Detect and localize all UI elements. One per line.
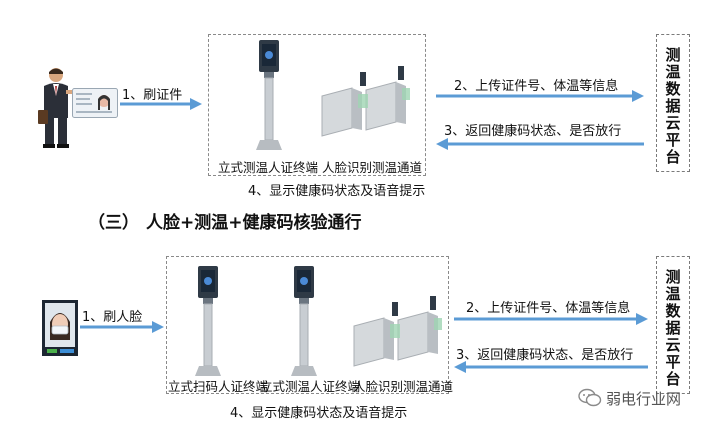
cloud-char: 云 [665,336,681,354]
device-label-qr-terminal: 立式扫码人证终端 [168,379,269,394]
step2-label: 2、上传证件号、体温等信息 [466,301,631,316]
id-card-icon [72,88,118,118]
cloud-char: 测 [665,268,681,286]
cloud-char: 平 [665,353,681,371]
step3-label: 3、返回健康码状态、是否放行 [444,124,622,139]
device-label-terminal: 立式测温人证终端 [260,379,361,394]
cloud-char: 台 [665,370,681,388]
qr-scan-terminal-icon [195,266,221,376]
face-thermometer-terminal-icon [291,266,317,376]
cloud-char: 温 [665,285,681,303]
device-group-box-1 [208,34,426,176]
arrow-step2 [436,90,644,102]
step1-label: 1、刷证件 [122,88,183,103]
arrow-step3 [454,361,648,373]
section-number: （三） [88,213,139,233]
cloud-char: 温 [665,63,681,81]
cloud-char: 数 [665,302,681,320]
device-group-box-2 [166,256,449,394]
cloud-char: 云 [665,114,681,132]
cloud-char: 测 [665,46,681,64]
step3-label: 3、返回健康码状态、是否放行 [456,348,634,363]
cloud-char: 平 [665,131,681,149]
section-title: 人脸+测温+健康码核验通行 [146,213,362,233]
step1-label: 1、刷人脸 [82,310,143,325]
face-recognition-gate-icon [353,296,442,367]
temperature-cloud-platform-1: 测 温 数 据 云 平 台 [656,34,690,172]
cloud-char: 台 [665,148,681,166]
arrow-step3 [436,138,644,150]
wechat-icon [578,388,602,407]
step4-label: 4、显示健康码状态及语音提示 [248,184,426,199]
arrow-step1 [120,98,202,110]
face-recognition-gate-icon [321,66,410,137]
cloud-char: 据 [665,97,681,115]
watermark-text: 弱电行业网 [606,390,682,408]
face-photo-icon [42,300,78,356]
face-thermometer-terminal-icon [256,40,282,150]
cloud-char: 数 [665,80,681,98]
device-label-gate: 人脸识别测温通道 [322,160,423,175]
device-label-terminal: 立式测温人证终端 [218,160,319,175]
device-label-gate: 人脸识别测温通道 [353,379,454,394]
person-businessman-icon [38,68,74,148]
step4-label: 4、显示健康码状态及语音提示 [230,406,408,421]
step2-label: 2、上传证件号、体温等信息 [454,79,619,94]
arrow-step2 [454,313,648,325]
cloud-char: 据 [665,319,681,337]
temperature-cloud-platform-2: 测 温 数 据 云 平 台 [656,256,690,394]
arrow-step1 [80,321,164,333]
